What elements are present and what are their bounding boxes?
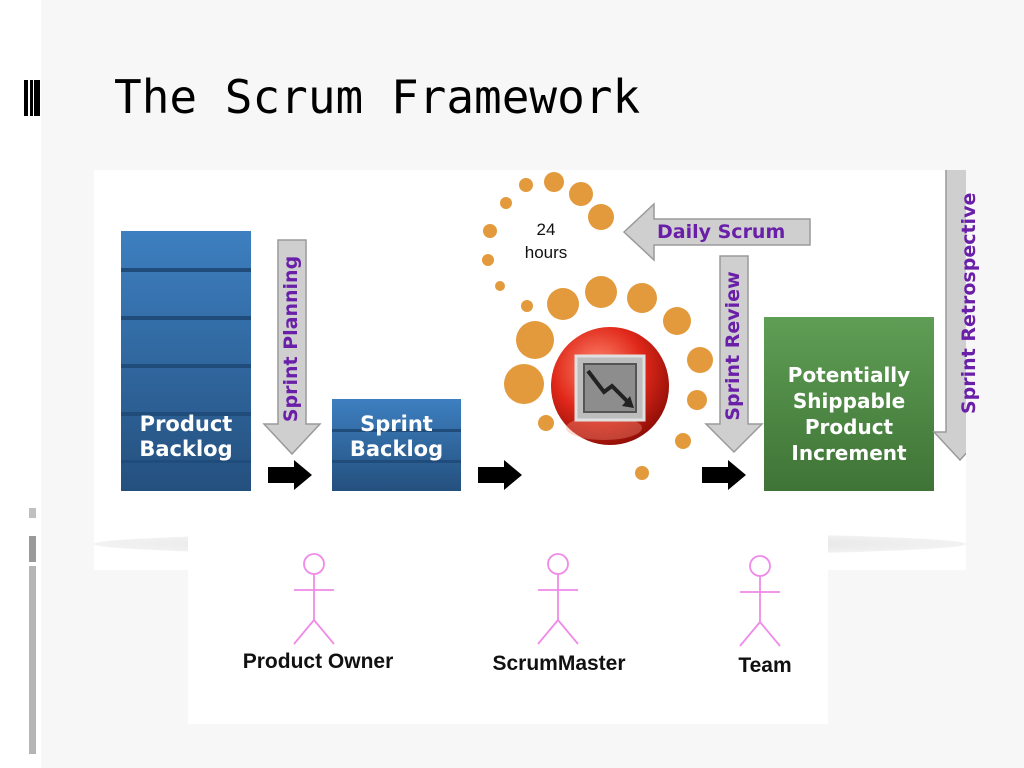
sprint-retrospective-arrow (932, 170, 966, 462)
daily-scrum-arrow (622, 202, 811, 262)
sprint-planning-arrow (262, 239, 322, 456)
daily-scrum-label: Daily Scrum (657, 221, 786, 243)
sprint-retrospective-label: Sprint Retrospective (958, 192, 980, 414)
daily-cycle-dots (482, 172, 713, 480)
roles-panel: Product Owner ScrumMaster Team (188, 530, 828, 724)
sprint-backlog-stack (332, 399, 461, 491)
product-backlog-stack (121, 231, 251, 491)
sprint-review-arrow (704, 255, 764, 454)
slide-title: The Scrum Framework (114, 70, 641, 124)
flow-arrows (268, 460, 746, 490)
increment-label: Potentially Shippable Product Increment (787, 363, 911, 465)
cycle-hours-unit: hours (524, 243, 568, 262)
left-edge-bar (29, 566, 36, 754)
team-label: Team (738, 654, 792, 677)
scrum-master-label: ScrumMaster (492, 652, 626, 675)
sprint-backlog-label: Sprint Backlog (349, 412, 444, 462)
burndown-chart-icon (574, 354, 646, 422)
scrum-diagram: Product Backlog Sprint Backlog Potential… (94, 170, 980, 570)
left-edge-bar (29, 536, 36, 562)
sprint-planning-label: Sprint Planning (280, 255, 302, 423)
scrum-master-figure-icon (537, 553, 579, 645)
title-bullet-icon (24, 80, 40, 116)
product-owner-figure-icon (293, 553, 335, 645)
cycle-hours-value: 24 (536, 220, 556, 239)
team-figure-icon (739, 555, 781, 647)
product-owner-label: Product Owner (242, 650, 394, 673)
increment-box (764, 317, 934, 491)
left-edge-bar (29, 508, 36, 518)
product-backlog-label: Product Backlog (139, 412, 233, 462)
sprint-review-label: Sprint Review (722, 271, 744, 421)
